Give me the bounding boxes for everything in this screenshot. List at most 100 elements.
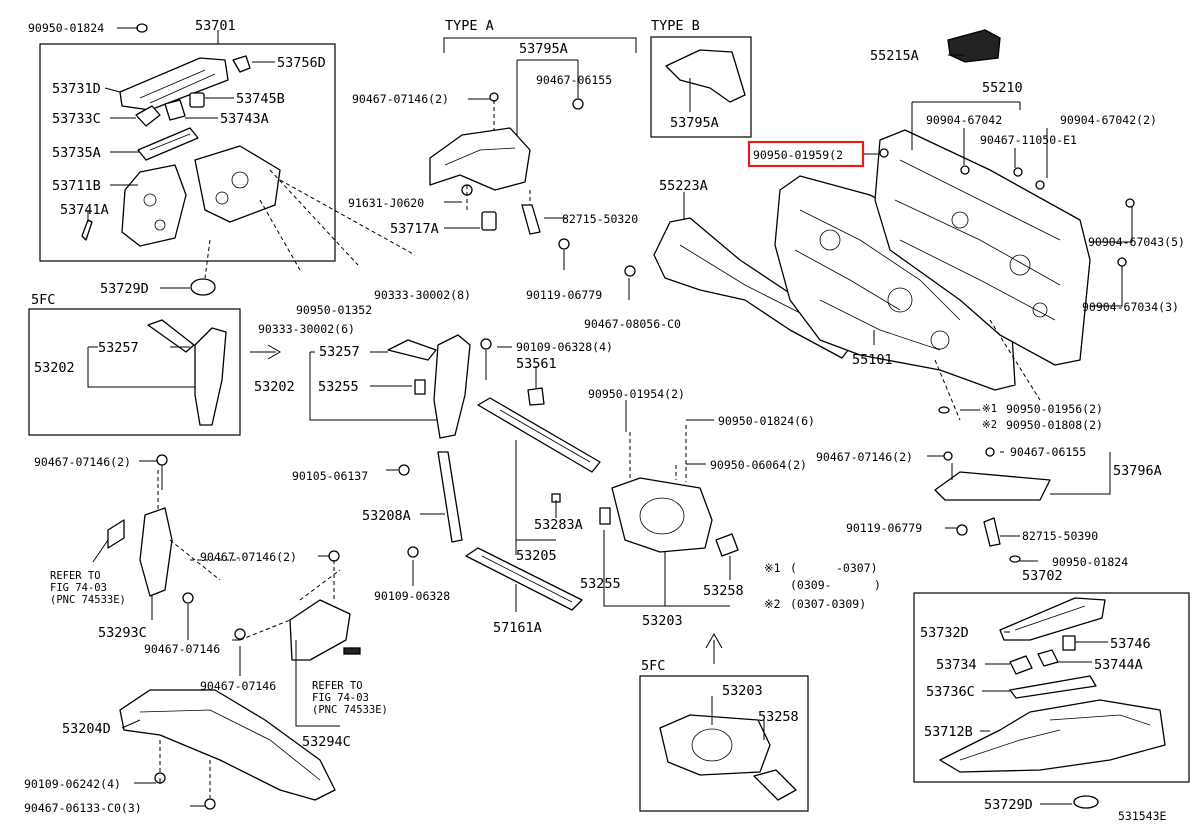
label-90467-07146-2-a[interactable]: 90467-07146(2): [352, 92, 449, 106]
part-53743a-shape[interactable]: [164, 99, 186, 121]
label-53745b[interactable]: 53745B: [236, 91, 285, 107]
label-90333-30002-8[interactable]: 90333-30002(8): [374, 288, 471, 302]
clip-90950-01959-shape[interactable]: [879, 148, 889, 158]
part-53731d-shape[interactable]: [119, 57, 229, 111]
label-53202-m[interactable]: 53202: [254, 379, 295, 395]
part-53203-c-shape[interactable]: [611, 477, 713, 553]
label-53743a[interactable]: 53743A: [220, 111, 269, 127]
label-90467-08056-c0[interactable]: 90467-08056-C0: [584, 317, 681, 331]
label-90950-01824-r[interactable]: 90950-01824: [1052, 555, 1128, 569]
part-53732d-shape[interactable]: [999, 597, 1106, 641]
bolt-90467-07146-2-e[interactable]: [328, 550, 340, 562]
bolt-90467-07146-b[interactable]: [234, 628, 246, 640]
clip-90904-67042-b[interactable]: [1035, 180, 1045, 190]
part-53258-b-shape[interactable]: [753, 769, 797, 801]
label-53795a-a[interactable]: 53795A: [519, 41, 568, 57]
bolt-90109-06328[interactable]: [407, 546, 419, 558]
label-53746[interactable]: 53746: [1110, 636, 1151, 652]
label-90109-06328[interactable]: 90109-06328: [374, 589, 450, 603]
label-53202-l[interactable]: 53202: [34, 360, 75, 376]
part-53204d-shape[interactable]: [119, 689, 336, 801]
label-90109-06328-4[interactable]: 90109-06328(4): [516, 340, 613, 354]
part-53733c-shape[interactable]: [135, 105, 161, 127]
part-53294c-shape[interactable]: [289, 599, 351, 661]
part-53795a-b-shape[interactable]: [665, 49, 746, 103]
part-53796a-shape[interactable]: [934, 471, 1051, 501]
label-53732d[interactable]: 53732D: [920, 625, 969, 641]
label-90467-06155-a[interactable]: 90467-06155: [536, 73, 612, 87]
part-53734-shape[interactable]: [1009, 655, 1033, 675]
label-53736c[interactable]: 53736C: [926, 684, 975, 700]
label-90105-06137[interactable]: 90105-06137: [292, 469, 368, 483]
bolt-90467-06133-c0[interactable]: [204, 798, 216, 810]
label-53208a[interactable]: 53208A: [362, 508, 411, 524]
label-90950-01959-2[interactable]: 90950-01959(2: [753, 148, 843, 162]
label-53744a[interactable]: 53744A: [1094, 657, 1143, 673]
label-82715-50320[interactable]: 82715-50320: [562, 212, 638, 226]
label-53701[interactable]: 53701: [195, 18, 236, 34]
label-53258-c[interactable]: 53258: [703, 583, 744, 599]
label-53796a[interactable]: 53796A: [1113, 463, 1162, 479]
part-53202-m-shape[interactable]: [433, 334, 471, 439]
label-53711b[interactable]: 53711B: [52, 178, 101, 194]
bolt-90467-07146-2-d[interactable]: [156, 454, 168, 466]
clip-90904-67034[interactable]: [1117, 257, 1127, 267]
label-53203-c[interactable]: 53203: [642, 613, 683, 629]
label-53756d[interactable]: 53756D: [277, 55, 326, 71]
part-53255-c-shape[interactable]: [599, 507, 611, 525]
label-90467-07146-2-d[interactable]: 90467-07146(2): [200, 550, 297, 564]
label-53204d[interactable]: 53204D: [62, 721, 111, 737]
part-53729d-tl-shape[interactable]: [190, 278, 216, 296]
part-53203-b-shape[interactable]: [659, 714, 771, 776]
label-53741a[interactable]: 53741A: [60, 202, 109, 218]
part-53736c-shape[interactable]: [1009, 675, 1097, 699]
part-53202-l-shape[interactable]: [194, 327, 227, 426]
label-53255-m[interactable]: 53255: [318, 379, 359, 395]
part-53561-shape[interactable]: [527, 387, 545, 406]
label-90904-67042-2[interactable]: 90904-67042(2): [1060, 113, 1157, 127]
bolt-90109-06328-4[interactable]: [480, 338, 492, 350]
label-90467-07146-b[interactable]: 90467-07146: [200, 679, 276, 693]
label-90119-06779-b[interactable]: 90119-06779: [846, 521, 922, 535]
label-55210[interactable]: 55210: [982, 80, 1023, 96]
label-90950-06064-2[interactable]: 90950-06064(2): [710, 458, 807, 472]
label-91631-j0620[interactable]: 91631-J0620: [348, 196, 424, 210]
part-53712b-shape[interactable]: [939, 699, 1166, 773]
label-53561[interactable]: 53561: [516, 356, 557, 372]
clip-90467-11050-e1[interactable]: [1013, 167, 1023, 177]
label-90904-67043-5[interactable]: 90904-67043(5): [1088, 235, 1185, 249]
label-90467-07146-2-c[interactable]: 90467-07146(2): [816, 450, 913, 464]
label-90109-06242-4[interactable]: 90109-06242(4): [24, 777, 121, 791]
label-53283a[interactable]: 53283A: [534, 517, 583, 533]
part-90950-01824-tl-shape[interactable]: [136, 23, 148, 33]
bolt-90467-08056-c0[interactable]: [624, 265, 636, 277]
label-55101[interactable]: 55101: [852, 352, 893, 368]
bolt-90467-06155-b[interactable]: [985, 447, 995, 457]
part-53741a-shape[interactable]: [81, 219, 93, 241]
part-53208a-shape[interactable]: [437, 451, 463, 543]
bolt-90467-07146-a[interactable]: [489, 92, 499, 102]
part-82715-50390-shape[interactable]: [983, 517, 1001, 547]
label-90467-06133-c0-3[interactable]: 90467-06133-C0(3): [24, 801, 142, 815]
label-53733c[interactable]: 53733C: [52, 111, 101, 127]
clip-90950-01824-r[interactable]: [1009, 555, 1021, 563]
label-90950-01954-2[interactable]: 90950-01954(2): [588, 387, 685, 401]
label-90467-07146-a[interactable]: 90467-07146: [144, 642, 220, 656]
label-90950-01824-6[interactable]: 90950-01824(6): [718, 414, 815, 428]
part-53735a-shape[interactable]: [137, 127, 199, 161]
part-53257-m-shape[interactable]: [387, 339, 437, 361]
label-53205[interactable]: 53205: [516, 548, 557, 564]
label-53734[interactable]: 53734: [936, 657, 977, 673]
label-90904-67034-3[interactable]: 90904-67034(3): [1082, 300, 1179, 314]
part-53257-l-shape[interactable]: [147, 319, 195, 353]
part-82715-50320-shape[interactable]: [521, 204, 541, 235]
label-90950-01808-2[interactable]: 90950-01808(2): [1006, 418, 1103, 432]
part-53205-shape[interactable]: [477, 397, 601, 473]
part-55215a-shape[interactable]: [947, 29, 1001, 63]
part-53711b-shape[interactable]: [121, 164, 187, 247]
label-53729d-br[interactable]: 53729D: [984, 797, 1033, 813]
bolt-90467-06155-a[interactable]: [572, 98, 584, 110]
part-55101-shape[interactable]: [774, 175, 1016, 391]
label-90950-01824-tl[interactable]: 90950-01824: [28, 21, 104, 35]
label-90950-01352[interactable]: 90950-01352: [296, 303, 372, 317]
